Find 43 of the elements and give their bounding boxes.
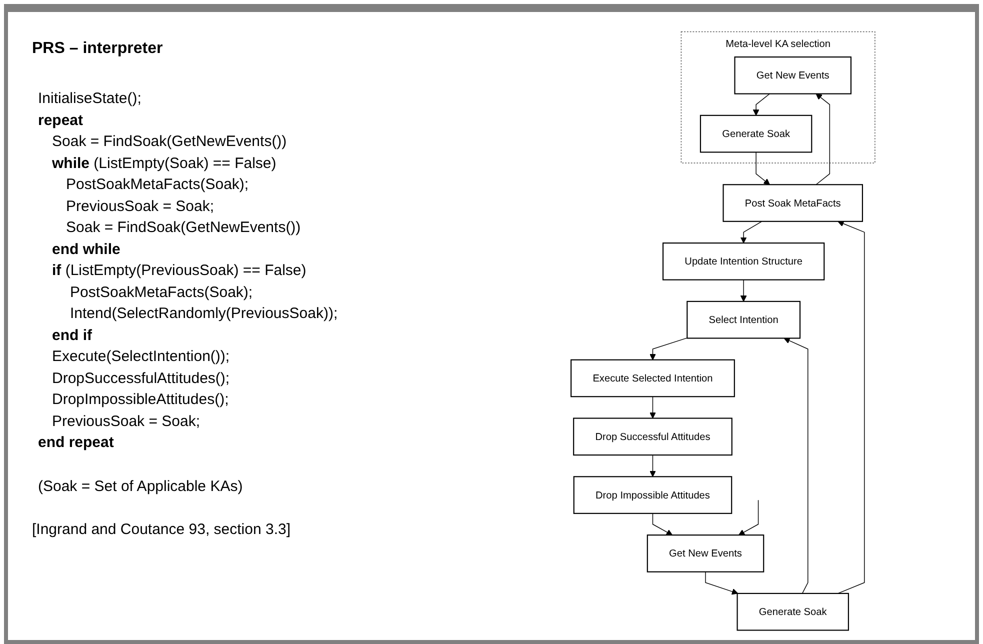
node-box: Execute Selected Intention — [570, 359, 735, 398]
code-line: PostSoakMetaFacts(Soak); — [70, 282, 253, 302]
arrow — [838, 220, 865, 594]
arrow — [650, 454, 656, 477]
node-box: Generate Soak — [736, 592, 849, 631]
arrow — [650, 338, 688, 360]
code-line: end while — [52, 240, 120, 260]
code-line: PreviousSoak = Soak; — [52, 412, 200, 432]
code-line: end if — [52, 326, 92, 346]
code-line: InitialiseState(); — [38, 89, 142, 109]
code-line: DropImpossibleAttitudes(); — [52, 390, 229, 410]
code-line: if (ListEmpty(PreviousSoak) == False) — [52, 261, 306, 281]
node-box: Get New Events — [646, 534, 764, 572]
node-box: Post Soak MetaFacts — [722, 184, 863, 222]
arrow — [650, 396, 656, 419]
node-box: Drop Successful Attitudes — [573, 418, 732, 456]
code-line: DropSuccessfulAttitudes(); — [52, 368, 230, 388]
node-box: Update Intention Structure — [662, 242, 825, 280]
arrow — [652, 513, 673, 536]
code-line: repeat — [38, 110, 84, 130]
arrow — [784, 338, 808, 594]
node-box: Generate Soak — [700, 114, 812, 153]
code-line: Soak = FindSoak(GetNewEvents()) — [66, 218, 301, 238]
arrow — [705, 571, 738, 595]
code-line: Intend(SelectRandomly(PreviousSoak)); — [70, 304, 338, 324]
arrow — [740, 221, 762, 244]
arrow — [738, 500, 759, 536]
code-line: Execute(SelectIntention()); — [52, 347, 230, 367]
code-line: Soak = FindSoak(GetNewEvents()) — [52, 132, 287, 152]
title: PRS – interpreter — [32, 40, 163, 58]
arrow — [816, 94, 830, 185]
code-line: PreviousSoak = Soak; — [66, 196, 214, 216]
arrow — [756, 152, 770, 185]
code-line: PostSoakMetaFacts(Soak); — [66, 175, 249, 195]
node-box: Get New Events — [734, 56, 852, 94]
code-line: end repeat — [38, 433, 114, 453]
arrow — [752, 93, 770, 116]
arrow — [740, 279, 747, 302]
node-box: Drop Impossible Attitudes — [573, 476, 732, 514]
node-box: Select Intention — [686, 300, 801, 339]
citation-note: [Ingrand and Coutance 93, section 3.3] — [32, 520, 291, 540]
note: (Soak = Set of Applicable KAs) — [38, 476, 243, 496]
code-line: while (ListEmpty(Soak) == False) — [52, 154, 276, 174]
